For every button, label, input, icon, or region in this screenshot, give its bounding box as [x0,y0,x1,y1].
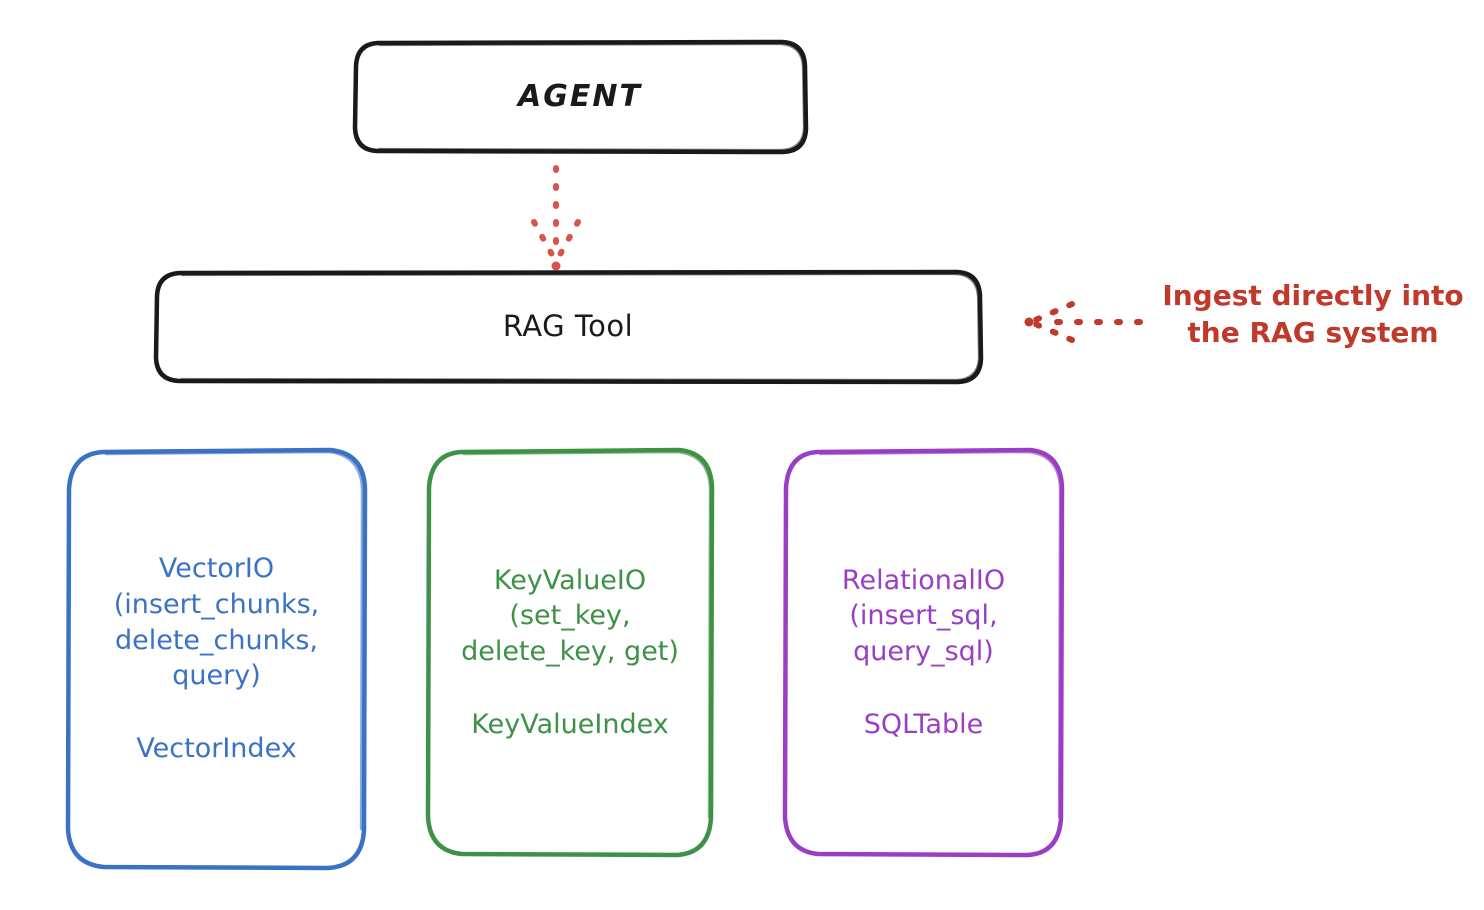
node-vector-io[interactable]: VectorIO (insert_chunks, delete_chunks, … [68,450,365,868]
node-vector-io-content: VectorIO (insert_chunks, delete_chunks, … [68,551,365,766]
node-relational-io-sublabel: SQLTable [863,708,984,740]
node-agent[interactable]: AGENT [355,42,805,152]
node-agent-label: AGENT [518,78,642,114]
node-key-value-io-content: KeyValueIO (set_key, delete_key, get) Ke… [428,563,712,742]
connector-ingest-to-rag-tool [1024,301,1143,343]
annotation-ingest-directly: Ingest directly into the RAG system [1162,279,1464,349]
node-rag-tool[interactable]: RAG Tool [156,272,980,382]
node-relational-io-label: RelationalIO (insert_sql, query_sql) [841,564,1006,668]
node-vector-io-sublabel: VectorIndex [136,732,297,764]
node-vector-io-label: VectorIO (insert_chunks, delete_chunks, … [113,553,320,692]
connector-agent-to-rag-tool [531,165,581,271]
node-key-value-io[interactable]: KeyValueIO (set_key, delete_key, get) Ke… [428,450,712,855]
node-key-value-io-label: KeyValueIO (set_key, delete_key, get) [461,564,679,668]
node-rag-tool-label: RAG Tool [502,309,634,344]
node-relational-io-content: RelationalIO (insert_sql, query_sql) SQL… [785,563,1062,742]
node-relational-io[interactable]: RelationalIO (insert_sql, query_sql) SQL… [785,450,1062,855]
node-key-value-io-sublabel: KeyValueIndex [471,708,669,740]
